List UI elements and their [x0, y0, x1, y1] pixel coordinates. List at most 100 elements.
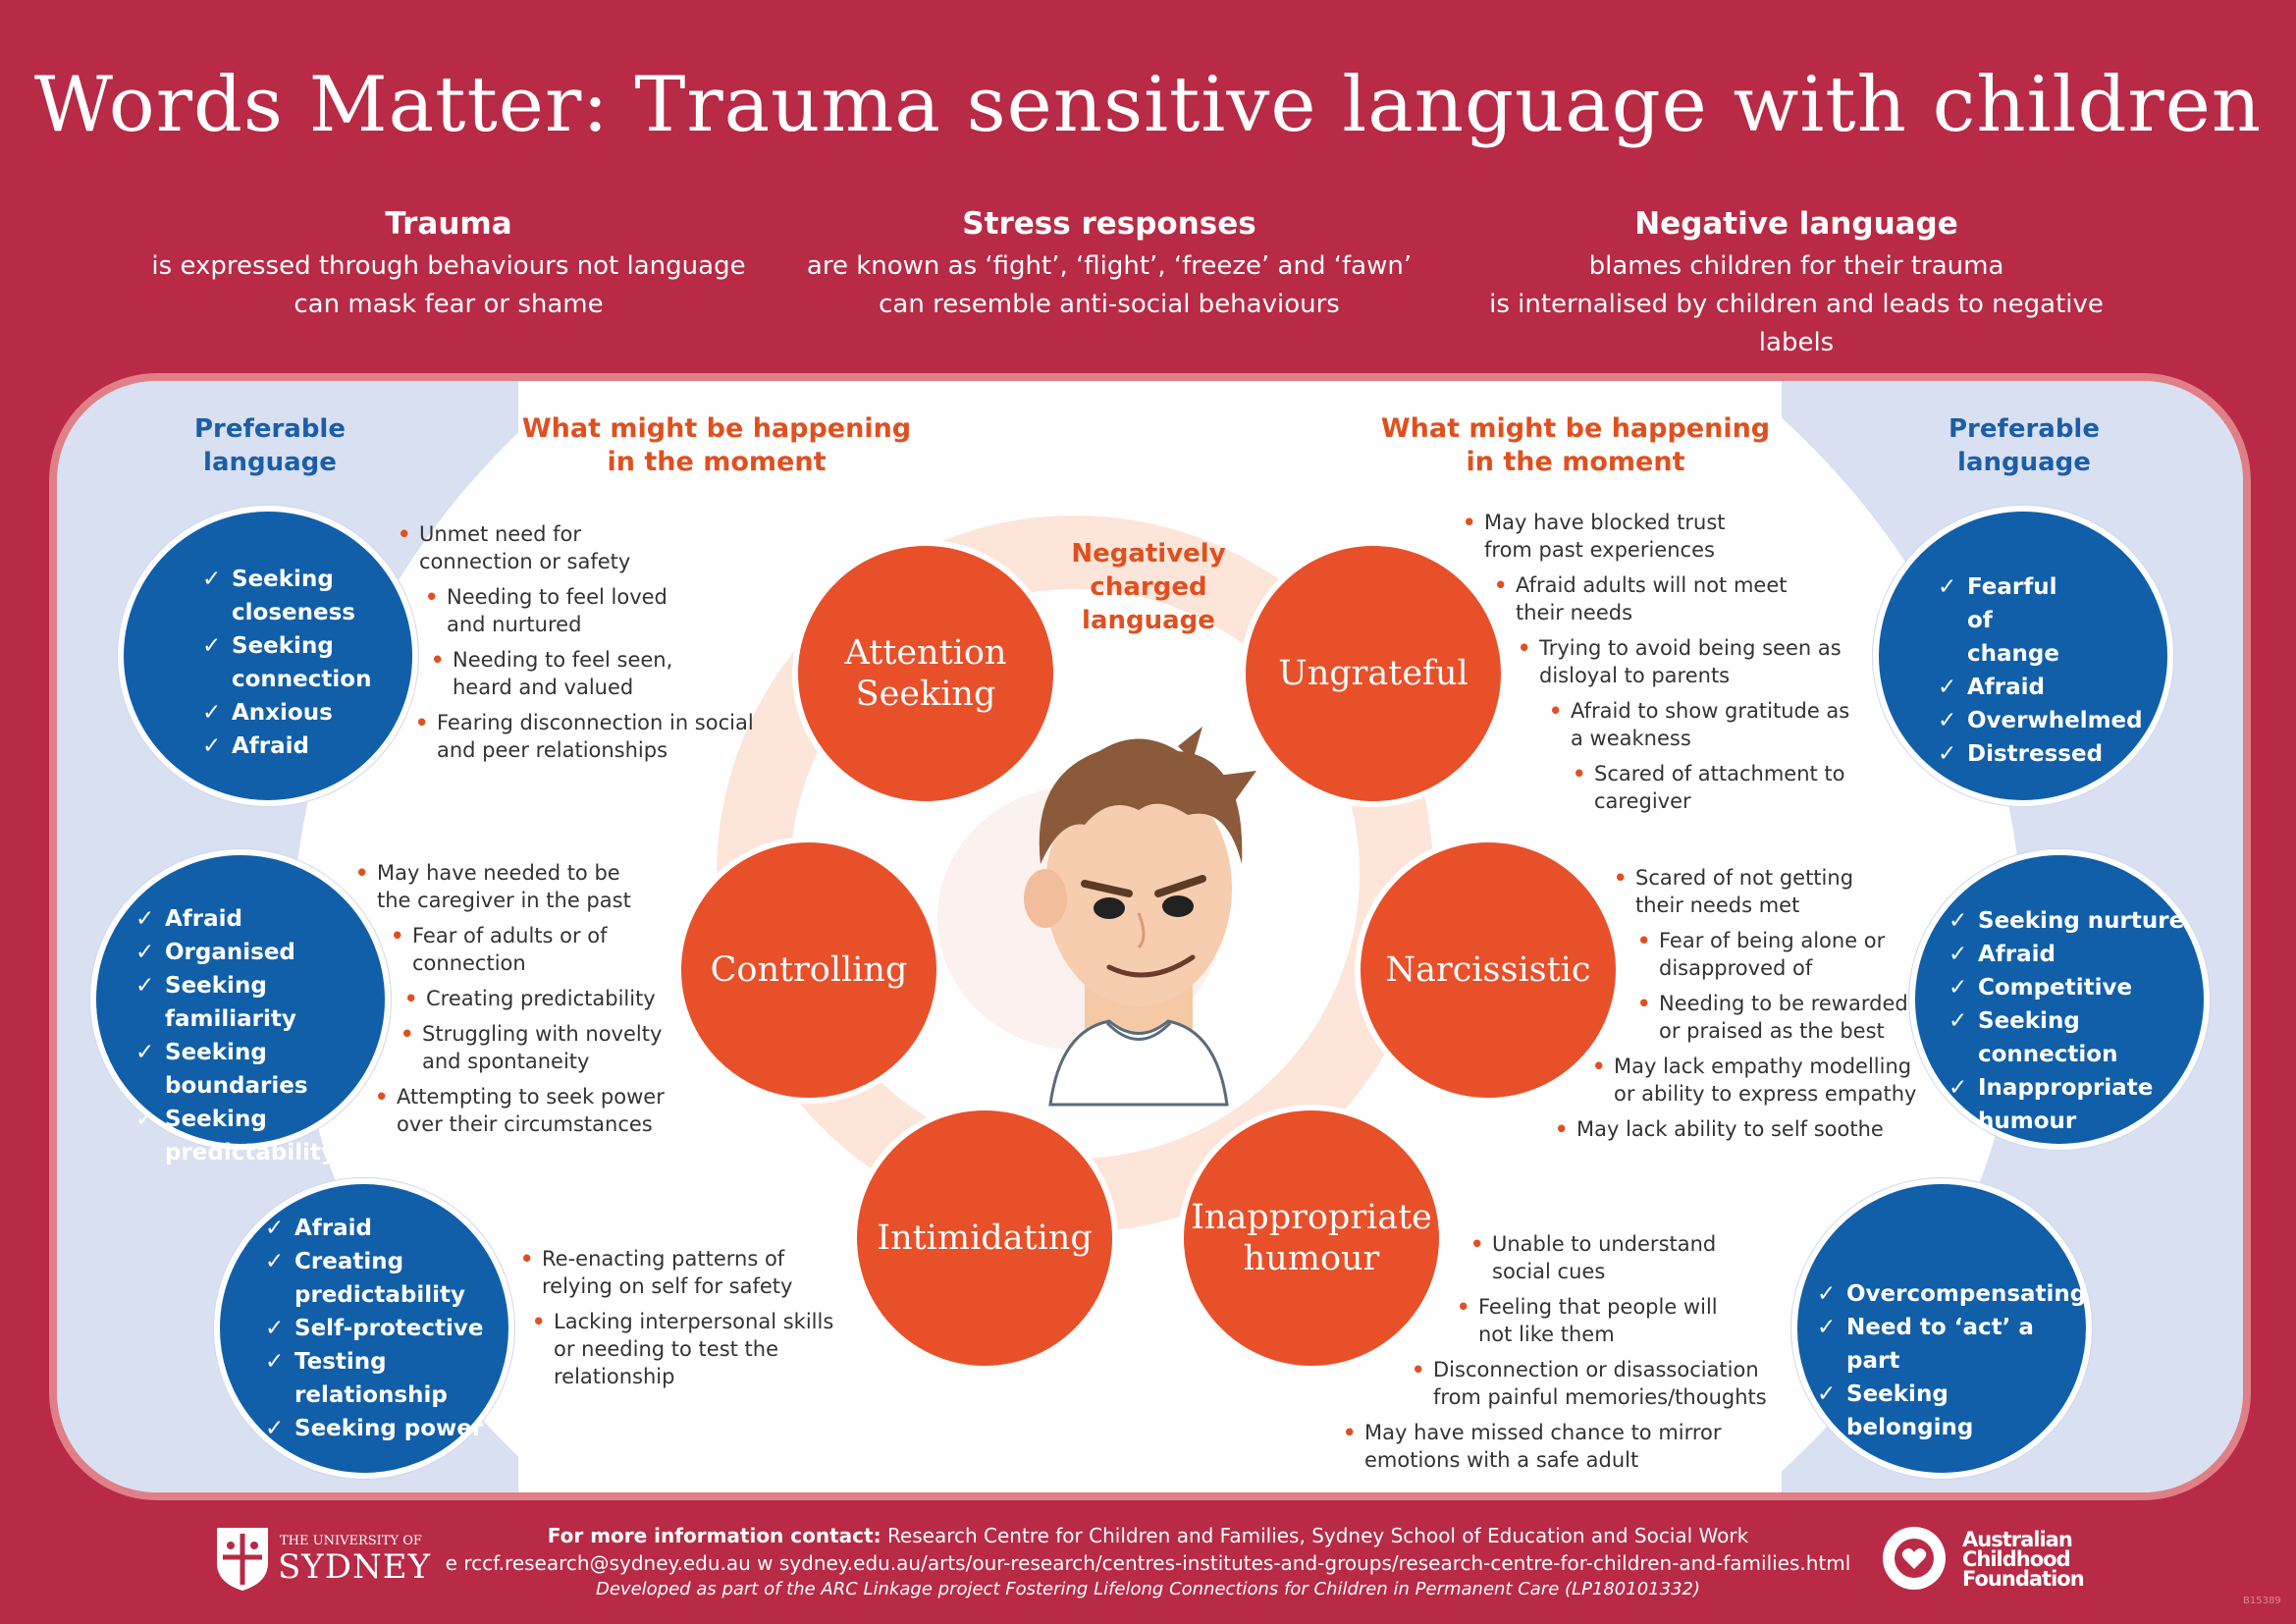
happening-item: Afraid adults will not meet their needs: [1494, 571, 1830, 626]
australian-childhood-foundation-logo: Australian Childhood Foundation: [1880, 1524, 2096, 1593]
happening-item: Fear of being alone or disapproved of: [1637, 927, 1895, 982]
logo-line: Australian: [1962, 1528, 2073, 1551]
preferable-circle-left-2: Afraid Organised Seeking familiarity See…: [90, 849, 391, 1165]
logo-line: Childhood: [1962, 1547, 2071, 1571]
happening-item: Unable to understand social cues: [1470, 1230, 1747, 1285]
intro-line: is internalised by children and leads to…: [1489, 290, 2104, 357]
happening-item: Afraid to show gratitude as a weakness: [1549, 697, 1865, 752]
heading-line: charged: [1090, 572, 1207, 602]
happening-item: May have needed to be the caregiver in t…: [355, 859, 642, 914]
preferable-item: Seeking belonging: [1817, 1378, 2082, 1444]
preferable-item: Competitive: [1949, 971, 2206, 1004]
university-of-sydney-logo: THE UNIVERSITY OF SYDNEY: [213, 1524, 449, 1593]
preferable-item: Seeking nurture: [1949, 904, 2206, 938]
happening-list-attention-seeking: Unmet need for connection or safety Need…: [398, 520, 771, 772]
happening-item: Scared of attachment to caregiver: [1573, 760, 1849, 815]
preferable-circle-right-3: Overcompensating Need to ‘act’ a part Se…: [1791, 1178, 2092, 1479]
heading-line: language: [203, 448, 337, 477]
preferable-item: Seeking connection: [1949, 1004, 2206, 1071]
happening-item: May have missed chance to mirror emotion…: [1343, 1419, 1757, 1474]
happening-list-narcissistic: Scared of not getting their needs met Fe…: [1555, 864, 1924, 1151]
preferable-item: Seeking connection: [202, 629, 371, 696]
intro-line: is expressed through behaviours not lang…: [151, 251, 746, 281]
shield-icon: [217, 1528, 268, 1591]
preferable-item: Anxious: [202, 696, 408, 730]
behaviour-label: Inappropriate: [1191, 1198, 1432, 1237]
preferable-item: Afraid: [1938, 671, 2154, 704]
happening-heading-left: What might be happening in the moment: [520, 412, 913, 479]
happening-item: Needing to feel seen, heard and valued: [431, 646, 688, 701]
happening-item: Attempting to seek power over their circ…: [375, 1083, 701, 1138]
heading-line: in the moment: [1466, 447, 1685, 477]
intro-negative: Negative language blames children for th…: [1453, 206, 2140, 362]
preferable-item: Seeking predictability: [135, 1103, 336, 1169]
preferable-item: Need to ‘act’ a part: [1817, 1311, 2082, 1378]
footer-developed: Developed as part of the ARC Linkage pro…: [596, 1579, 1700, 1599]
preferable-item: Seeking boundaries: [135, 1036, 391, 1103]
behaviour-label: Attention: [844, 633, 1007, 673]
happening-item: Feeling that people will not like them: [1457, 1293, 1743, 1348]
happening-item: May have blocked trust from past experie…: [1463, 509, 1749, 564]
preferable-item: Distressed: [1938, 737, 2154, 771]
preferable-language-heading-left: Preferable language: [172, 412, 368, 479]
behaviour-label: Narcissistic: [1385, 950, 1591, 990]
happening-item: Creating predictability: [404, 985, 679, 1012]
heading-line: language: [1082, 606, 1215, 635]
preferable-item: Fearful of change: [1938, 570, 2085, 671]
behaviour-controlling: Controlling: [675, 837, 942, 1104]
preferable-item: Inappropriate humour: [1949, 1071, 2153, 1138]
intro-trauma: Trauma is expressed through behaviours n…: [105, 206, 792, 324]
behaviour-narcissistic: Narcissistic: [1355, 837, 1622, 1104]
intro-heading: Negative language: [1634, 206, 1958, 242]
heading-line: Preferable: [1949, 414, 2100, 444]
behaviour-label: Ungrateful: [1278, 654, 1468, 693]
happening-item: Needing to be rewarded or praised as the…: [1637, 990, 1914, 1045]
preferable-circle-right-1: Fearful of change Afraid Overwhelmed Dis…: [1873, 506, 2173, 806]
preferable-item: Seeking familiarity: [135, 969, 391, 1036]
happening-item: Struggling with novelty and spontaneity: [400, 1020, 677, 1075]
preferable-item: Seeking power: [265, 1412, 501, 1445]
preferable-item: Organised: [135, 936, 391, 969]
heading-line: Preferable: [194, 414, 346, 444]
preferable-item: Creating predictability: [265, 1245, 465, 1312]
happening-list-ungrateful: May have blocked trust from past experie…: [1463, 509, 1855, 823]
print-code: B15389: [2243, 1596, 2281, 1606]
heading-line: What might be happening: [521, 413, 912, 444]
logo-text-small: THE UNIVERSITY OF: [280, 1534, 422, 1548]
heading-line: Negatively: [1071, 539, 1226, 568]
happening-item: Scared of not getting their needs met: [1614, 864, 1881, 919]
preferable-item: Self-protective: [265, 1312, 501, 1345]
happening-item: Disconnection or disassociation from pai…: [1412, 1356, 1796, 1411]
preferable-item: Overcompensating: [1817, 1277, 2086, 1311]
happening-list-controlling: May have needed to be the caregiver in t…: [355, 859, 679, 1146]
preferable-item: Seeking closeness: [202, 563, 355, 629]
logo-text-large: SYDNEY: [278, 1547, 432, 1587]
preferable-language-heading-right: Preferable language: [1926, 412, 2122, 479]
happening-list-inappropriate-humour: Unable to understand social cues Feeling…: [1343, 1230, 1785, 1482]
happening-item: May lack empathy modelling or ability to…: [1592, 1053, 1938, 1108]
footer: For more information contact: Research C…: [0, 1522, 2296, 1602]
preferable-circle-left-1: Seeking closeness Seeking connection Anx…: [118, 506, 418, 806]
footer-email-web: e rccf.research@sydney.edu.au w sydney.e…: [445, 1551, 1851, 1575]
child-face-illustration: [1024, 727, 1256, 1107]
happening-item: May lack ability to self soothe: [1555, 1115, 1930, 1143]
behaviour-intimidating: Intimidating: [851, 1105, 1118, 1372]
happening-heading-right: What might be happening in the moment: [1379, 412, 1772, 479]
happening-item: Fearing disconnection in social and peer…: [415, 709, 771, 764]
preferable-item: Testing relationship: [265, 1345, 448, 1412]
preferable-item: Afraid: [265, 1212, 501, 1245]
contact-label: For more information contact:: [547, 1524, 881, 1547]
behaviour-ungrateful: Ungrateful: [1240, 540, 1507, 807]
intro-line: can mask fear or shame: [294, 290, 604, 319]
preferable-circle-left-3: Afraid Creating predictability Self-prot…: [214, 1178, 514, 1479]
logo-text: Australian Childhood Foundation: [1962, 1528, 2085, 1591]
page-title: Words Matter: Trauma sensitive language …: [33, 61, 2263, 149]
intro-heading: Stress responses: [962, 206, 1256, 242]
logo-line: Foundation: [1962, 1567, 2085, 1591]
behaviour-label: Controlling: [710, 950, 908, 990]
behaviour-label: humour: [1243, 1239, 1380, 1278]
preferable-item: Afraid: [135, 902, 391, 936]
